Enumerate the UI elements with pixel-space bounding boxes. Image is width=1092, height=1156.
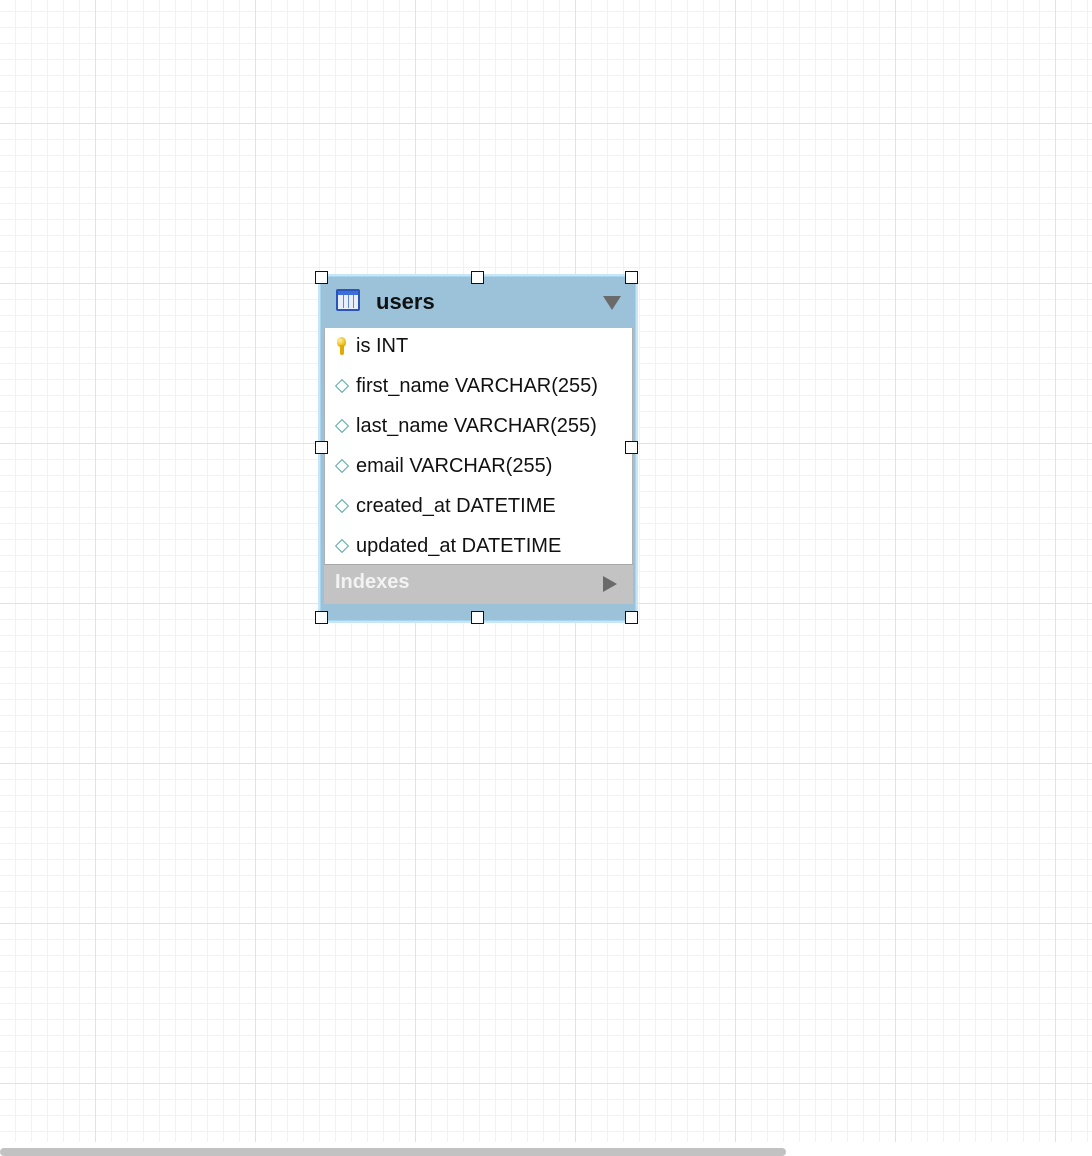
column-label: last_name VARCHAR(255) [356, 415, 597, 437]
column-diamond-icon [334, 418, 350, 434]
column-row[interactable]: is INT [325, 328, 632, 368]
table-name: users [376, 289, 435, 314]
resize-handle-top-left[interactable] [315, 271, 328, 284]
columns-list: is INT first_name VARCHAR(255) last_name… [324, 328, 633, 564]
collapse-arrow-icon[interactable] [603, 296, 621, 310]
column-row[interactable]: created_at DATETIME [325, 488, 632, 528]
users-table-entity[interactable]: users is INT first_name VARCHAR(255) las… [320, 276, 636, 621]
horizontal-scrollbar[interactable] [0, 1142, 1092, 1156]
indexes-label: Indexes [335, 571, 410, 593]
column-label: updated_at DATETIME [356, 535, 562, 557]
resize-handle-bottom-right[interactable] [625, 611, 638, 624]
column-diamond-icon [334, 498, 350, 514]
table-icon [336, 289, 360, 311]
resize-handle-right[interactable] [625, 441, 638, 454]
column-row[interactable]: first_name VARCHAR(255) [325, 368, 632, 408]
column-row[interactable]: last_name VARCHAR(255) [325, 408, 632, 448]
column-label: created_at DATETIME [356, 495, 556, 517]
column-diamond-icon [334, 458, 350, 474]
column-diamond-icon [334, 378, 350, 394]
resize-handle-bottom[interactable] [471, 611, 484, 624]
table-header[interactable]: users [321, 277, 635, 327]
indexes-section[interactable]: Indexes [324, 564, 633, 604]
resize-handle-top[interactable] [471, 271, 484, 284]
column-row[interactable]: email VARCHAR(255) [325, 448, 632, 488]
expand-arrow-icon[interactable] [603, 576, 617, 592]
column-label: email VARCHAR(255) [356, 455, 553, 477]
column-label: first_name VARCHAR(255) [356, 375, 598, 397]
resize-handle-bottom-left[interactable] [315, 611, 328, 624]
scrollbar-thumb[interactable] [0, 1148, 786, 1156]
primary-key-icon [337, 337, 346, 355]
resize-handle-left[interactable] [315, 441, 328, 454]
resize-handle-top-right[interactable] [625, 271, 638, 284]
column-diamond-icon [334, 538, 350, 554]
column-label: is INT [356, 335, 409, 357]
column-row[interactable]: updated_at DATETIME [325, 528, 632, 568]
